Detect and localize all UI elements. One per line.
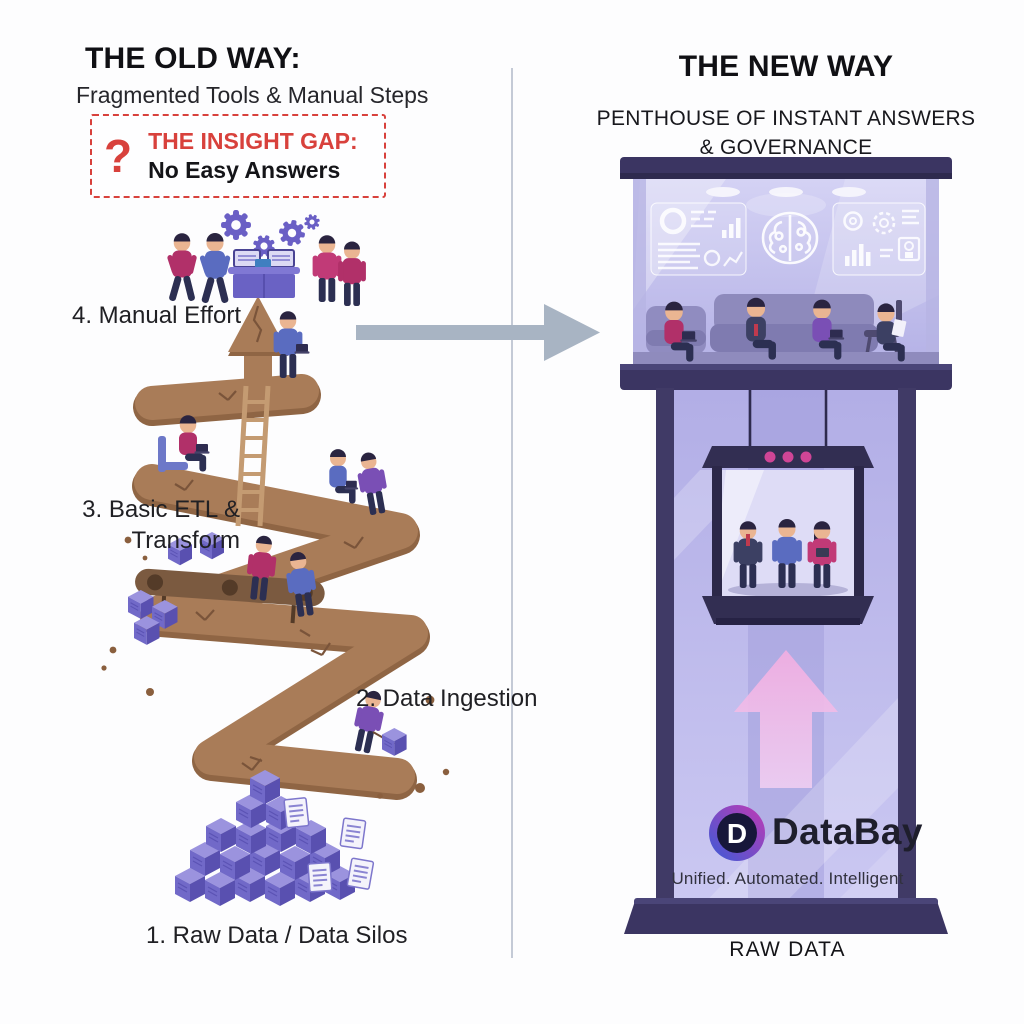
step-label-2: 2. Data Ingestion (356, 685, 538, 712)
brand-tagline: Unified. Automated. Intelligent (671, 869, 904, 888)
insight-gap-title: THE INSIGHT GAP: (148, 128, 358, 155)
step-label-4: 4. Manual Effort (72, 302, 241, 329)
new-way-subtitle: PENTHOUSE OF INSTANT ANSWERS & GOVERNANC… (596, 107, 976, 160)
brain-icon (761, 211, 819, 265)
zigzag-path (101, 296, 450, 800)
elevator-car (702, 390, 874, 625)
question-mark-icon: ? (104, 130, 133, 182)
desk-with-monitors (228, 249, 300, 298)
path-cracks (174, 390, 364, 771)
worker-on-chair (158, 415, 210, 472)
old-way-workers (158, 311, 408, 757)
brand-name: DataBay (772, 811, 923, 852)
ceiling-lights (706, 187, 866, 217)
conveyor-illustration (127, 531, 325, 646)
manual-team-illustration (166, 210, 366, 306)
insight-gap-box: ? THE INSIGHT GAP: No Easy Answers (90, 114, 386, 198)
elevator-shaft: D (624, 388, 948, 934)
step-label-3: 3. Basic ETL & Transform (82, 496, 240, 555)
old-way-title: THE OLD WAY: (85, 42, 301, 75)
databay-logo-icon: D (709, 805, 765, 861)
ladder-icon (235, 385, 271, 527)
new-way-title: THE NEW WAY (678, 50, 894, 83)
holo-dashboard-left (650, 202, 747, 276)
insight-gap-subtitle: No Easy Answers (148, 157, 341, 183)
penthouse-lounge (633, 294, 939, 367)
penthouse-illustration (620, 157, 952, 390)
broken-path-arrow-icon (228, 296, 288, 396)
raw-data-label: RAW DATA (729, 938, 846, 961)
step-label-1: 1. Raw Data / Data Silos (146, 922, 408, 949)
holo-dashboard-right (832, 202, 926, 276)
old-way-subtitle: Fragmented Tools & Manual Steps (76, 82, 429, 108)
shaft-base (624, 898, 948, 934)
transition-arrow-icon (356, 304, 600, 361)
up-arrow-icon (734, 650, 838, 788)
svg-text:D: D (727, 818, 747, 849)
